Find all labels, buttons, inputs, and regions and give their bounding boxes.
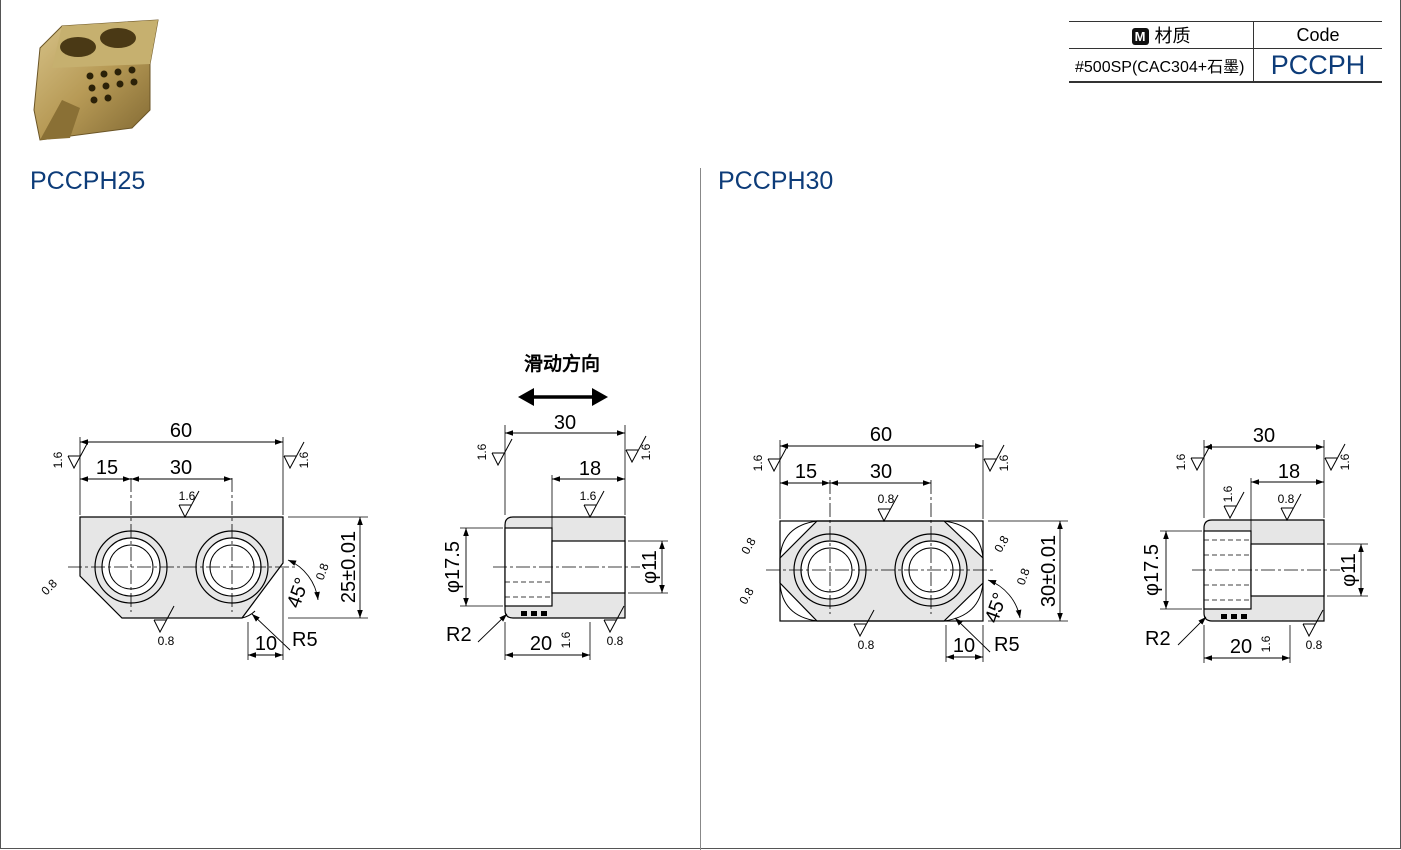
pcch30-side-view: [1160, 440, 1368, 663]
material-header-cell: M 材质: [1069, 21, 1254, 49]
pcch30-front-angle: 45°: [981, 590, 1012, 626]
pcch30-front-rough-top: 0.8: [878, 492, 895, 506]
pcch30-side-dia-inner: φ11: [1338, 553, 1360, 587]
pcch25-side-radius: R2: [446, 624, 472, 646]
pcch25-side-rough-bottom-b: 0.8: [607, 634, 624, 648]
pcch30-side-rough-top-a: 1.6: [1221, 485, 1235, 502]
pcch30-side-rough-bottom-b: 0.8: [1306, 638, 1323, 652]
pcch25-side-view: [460, 425, 668, 660]
product-photo-icon: [33, 19, 159, 141]
pcch25-front-pitch1: 15: [96, 457, 118, 479]
pcch25-front-height: 25±0.01: [338, 531, 360, 603]
pcch30-front-view: [766, 440, 1068, 662]
pcch30-front-rough-chamfer-top: 0.8: [738, 535, 759, 557]
pcch25-front-width: 60: [170, 420, 192, 442]
pcch25-side-step: 18: [579, 458, 601, 480]
pcch30-side-rough-top-b: 0.8: [1278, 492, 1295, 506]
code-header: Code: [1253, 21, 1382, 49]
pcch30-side-rough-left: 1.6: [1174, 453, 1188, 470]
pcch25-front-rough-bottom: 0.8: [158, 634, 175, 648]
pcch30-front-rough-slope-bottom: 0.8: [1014, 566, 1033, 587]
pcch25-side-rough-left: 1.6: [475, 443, 489, 460]
pcch30-front-height: 30±0.01: [1038, 535, 1060, 607]
pcch25-side-dia-inner: φ11: [639, 550, 661, 584]
code-value: PCCPH: [1253, 48, 1382, 83]
pcch30-side-width: 30: [1253, 425, 1275, 447]
pcch25-front-rough-chamfer: 0.8: [38, 576, 60, 598]
slide-direction-arrow-icon: [518, 388, 608, 406]
pcch25-side-dia-outer: φ17.5: [442, 541, 464, 593]
pcch30-front-rough-bottom: 0.8: [858, 638, 875, 652]
pcch25-front-chamfer: 10: [255, 633, 277, 655]
panel-divider: [700, 168, 701, 850]
pcch30-side-depth: 20: [1230, 636, 1252, 658]
pcch30-side-rough-right: 1.6: [1338, 453, 1352, 470]
pcch25-front-rough-top: 1.6: [179, 489, 196, 503]
left-panel-title: PCCPH25: [30, 167, 146, 195]
pcch30-front-rough-chamfer-bottom: 0.8: [736, 585, 757, 607]
pcch25-side-depth: 20: [530, 633, 552, 655]
material-badge-icon: M: [1131, 28, 1149, 45]
pcch30-front-rough-right: 1.6: [997, 454, 1011, 471]
pcch25-side-rough-top: 1.6: [580, 489, 597, 503]
pcch25-front-pitch2: 30: [170, 457, 192, 479]
pcch25-front-rough-slope: 0.8: [313, 561, 332, 582]
pcch30-side-dia-outer: φ17.5: [1141, 544, 1163, 596]
pcch25-front-view: [68, 437, 368, 660]
slide-direction-label: 滑动方向: [524, 352, 600, 375]
pcch30-front-width: 60: [870, 424, 892, 446]
pcch30-front-radius: R5: [994, 634, 1020, 656]
pcch30-side-step: 18: [1278, 461, 1300, 483]
pcch30-side-rough-bottom-a: 1.6: [1259, 635, 1273, 652]
pcch25-side-rough-right: 1.6: [639, 443, 653, 460]
pcch30-front-chamfer: 10: [953, 635, 975, 657]
pcch30-front-pitch1: 15: [795, 461, 817, 483]
pcch30-front-rough-slope-top: 0.8: [991, 533, 1012, 555]
pcch30-front-rough-left: 1.6: [751, 454, 765, 471]
right-panel-title: PCCPH30: [718, 167, 834, 195]
spec-table: M 材质 Code #500SP(CAC304+石墨) PCCPH: [1069, 21, 1382, 83]
pcch25-front-radius: R5: [292, 629, 318, 651]
pcch30-front-pitch2: 30: [870, 461, 892, 483]
pcch25-front-rough-left: 1.6: [51, 451, 65, 468]
pcch25-side-rough-bottom-a: 1.6: [559, 631, 573, 648]
material-header: 材质: [1154, 26, 1191, 46]
pcch25-front-angle: 45°: [283, 575, 314, 611]
material-value: #500SP(CAC304+石墨): [1069, 48, 1254, 83]
pcch30-side-radius: R2: [1145, 628, 1171, 650]
pcch25-front-rough-right: 1.6: [297, 451, 311, 468]
pcch25-side-width: 30: [554, 412, 576, 434]
